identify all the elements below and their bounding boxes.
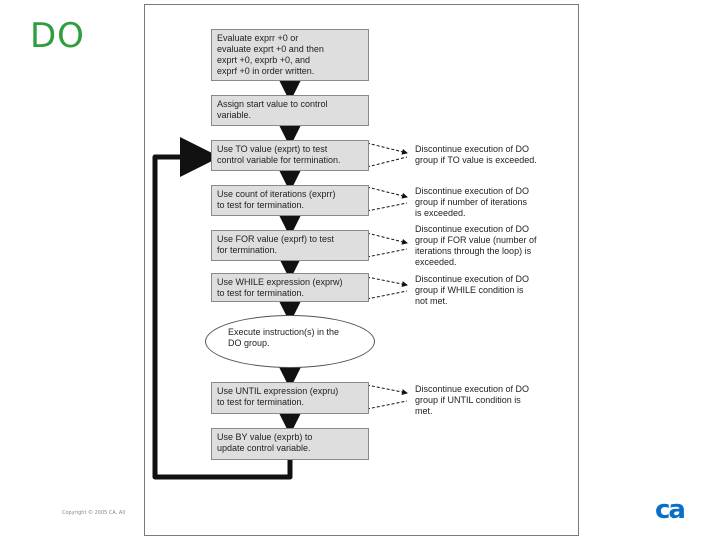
- step-execute-instructions: Execute instruction(s) in the DO group.: [205, 315, 375, 368]
- step-assign-start-value: Assign start value to control variable.: [211, 95, 369, 126]
- exit-arrow-count-2: [366, 202, 408, 212]
- slide-title: DO: [30, 16, 85, 56]
- step-test-while-expression: Use WHILE expression (exprw) to test for…: [211, 273, 369, 302]
- exit-arrow-until-2: [366, 400, 408, 410]
- note-while-not-met: Discontinue execution of DO group if WHI…: [415, 274, 530, 306]
- exit-arrow-for-2: [366, 248, 408, 258]
- note-for-exceeded: Discontinue execution of DO group if FOR…: [415, 224, 537, 267]
- note-until-met: Discontinue execution of DO group if UNT…: [415, 384, 530, 416]
- exit-arrow-while-1: [366, 276, 408, 287]
- step-evaluate-expressions: Evaluate exprr +0 or evaluate exprt +0 a…: [211, 29, 369, 81]
- step-test-for-value: Use FOR value (exprf) to test for termin…: [211, 230, 369, 261]
- exit-arrow-count-1: [366, 186, 408, 199]
- step-update-by-value: Use BY value (exprb) to update control v…: [211, 428, 369, 460]
- exit-arrows: [366, 142, 408, 410]
- flowchart-figure: Evaluate exprr +0 or evaluate exprt +0 a…: [144, 4, 579, 536]
- step-test-until-expression: Use UNTIL expression (expru) to test for…: [211, 382, 369, 414]
- step-test-to-value: Use TO value (exprt) to test control var…: [211, 140, 369, 171]
- step-test-iteration-count: Use count of iterations (exprr) to test …: [211, 185, 369, 216]
- exit-arrow-for-1: [366, 232, 408, 245]
- exit-arrow-while-2: [366, 290, 408, 300]
- note-to-exceeded: Discontinue execution of DO group if TO …: [415, 144, 537, 165]
- ca-logo-text: ca: [655, 495, 686, 525]
- loop-back-arrow: [152, 137, 293, 480]
- exit-arrow-to-1: [366, 142, 408, 155]
- flowchart-connectors: [152, 78, 408, 480]
- ca-logo: ca: [655, 495, 691, 525]
- note-iterations-exceeded: Discontinue execution of DO group if num…: [415, 186, 530, 218]
- exit-arrow-until-1: [366, 384, 408, 395]
- exit-arrow-to-2: [366, 156, 408, 168]
- copyright-text: Copyright © 2005 CA. All: [62, 510, 126, 516]
